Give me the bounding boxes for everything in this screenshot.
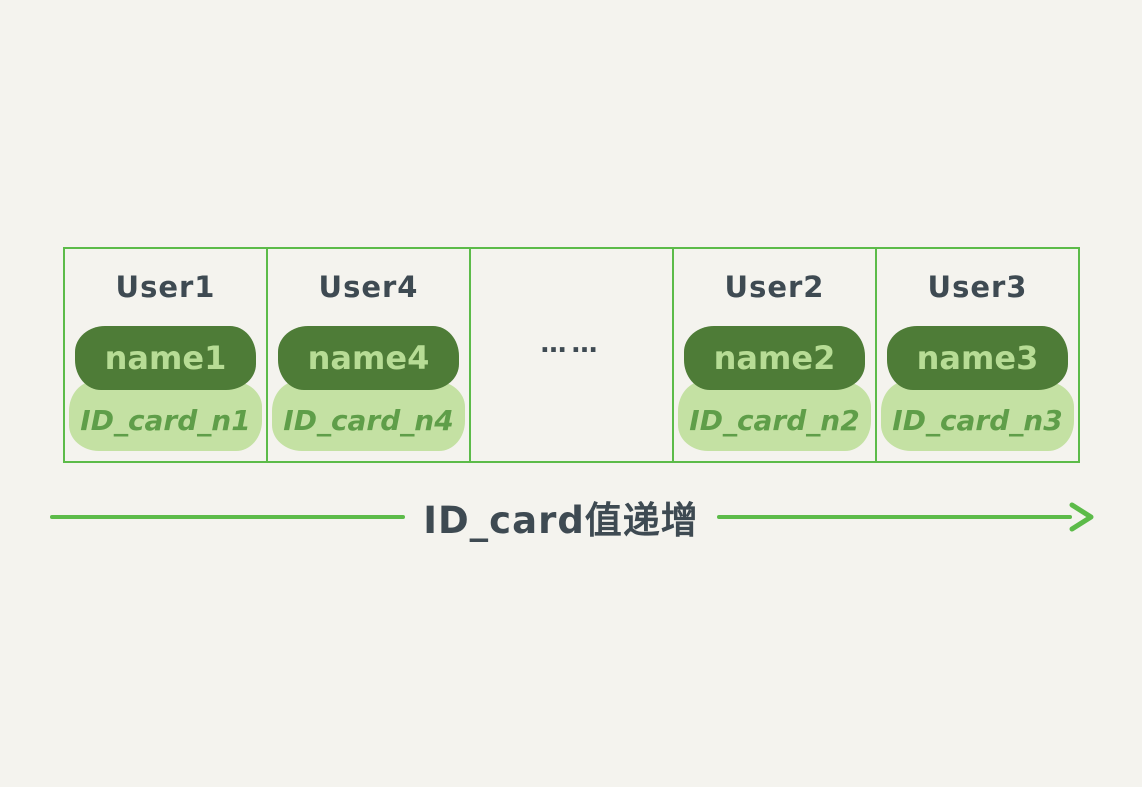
id-card-pill-text: ID_card_n3 — [892, 403, 1063, 437]
id-card-pill: ID_card_n2 — [678, 381, 871, 451]
user-label: User1 — [115, 270, 216, 304]
user-table: User1 name1 ID_card_n1 User4 name4 ID_ca… — [63, 247, 1080, 463]
name-pill: name4 — [278, 326, 459, 390]
name-pill-text: name3 — [916, 339, 1039, 377]
name-pill-text: name4 — [307, 339, 430, 377]
name-pill: name2 — [684, 326, 865, 390]
id-card-increasing-axis: ID_card值递增 — [50, 491, 1096, 543]
arrow-head-icon — [1069, 502, 1094, 532]
user-label: User4 — [318, 270, 419, 304]
id-card-pill-text: ID_card_n1 — [80, 403, 251, 437]
user-label: User3 — [927, 270, 1028, 304]
id-card-pill: ID_card_n3 — [881, 381, 1074, 451]
name-pill: name3 — [887, 326, 1068, 390]
user-cell-1: User1 name1 ID_card_n1 — [65, 249, 268, 461]
name-pill: name1 — [75, 326, 256, 390]
id-card-pill: ID_card_n1 — [69, 381, 262, 451]
arrow-line-left — [50, 515, 406, 519]
name-pill-text: name1 — [104, 339, 227, 377]
id-card-pill-text: ID_card_n4 — [283, 403, 454, 437]
user-cell-3: User3 name3 ID_card_n3 — [877, 249, 1078, 461]
ellipsis-text: …… — [540, 329, 603, 359]
arrow-line-right — [716, 515, 1072, 519]
user-cell-2: User2 name2 ID_card_n2 — [674, 249, 877, 461]
ellipsis-cell: …… — [471, 249, 674, 461]
user-label: User2 — [724, 270, 825, 304]
id-card-pill: ID_card_n4 — [272, 381, 465, 451]
id-card-pill-text: ID_card_n2 — [689, 403, 860, 437]
name-pill-text: name2 — [713, 339, 836, 377]
user-cell-4: User4 name4 ID_card_n4 — [268, 249, 471, 461]
arrow-label: ID_card值递增 — [423, 499, 699, 542]
